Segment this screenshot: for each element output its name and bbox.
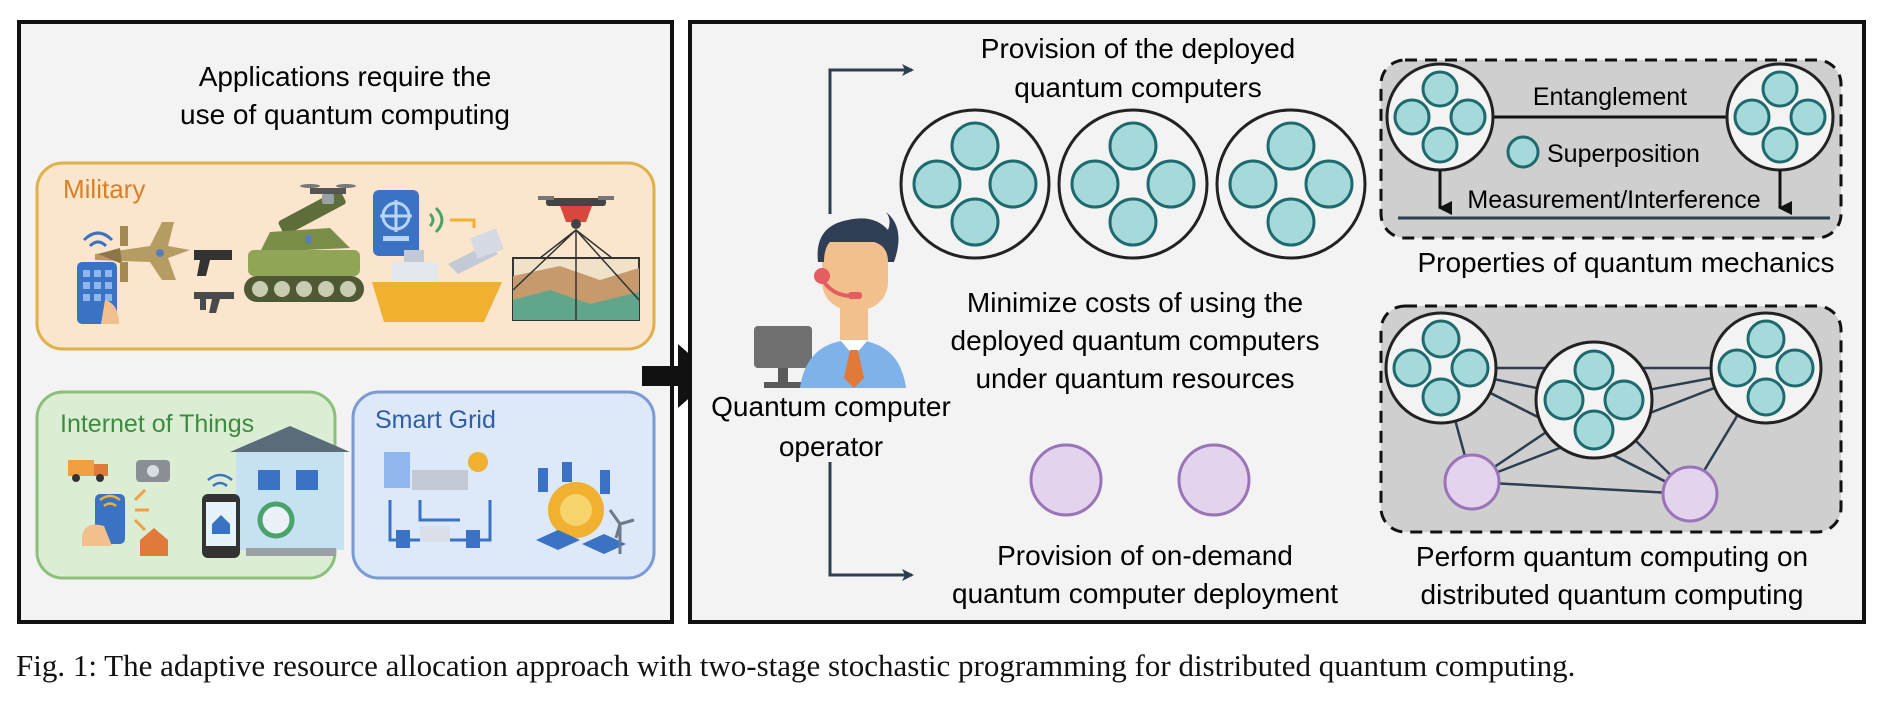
tank-icon bbox=[244, 190, 364, 302]
pistol-icon bbox=[194, 250, 232, 276]
quantum-computer bbox=[1215, 108, 1367, 260]
house-icon bbox=[140, 528, 168, 556]
truck-icon bbox=[68, 460, 108, 482]
left-panel-title-line1: Applications require the bbox=[199, 61, 492, 92]
minimize-line2: deployed quantum computers bbox=[951, 325, 1320, 356]
on-demand-quantum-computer bbox=[1177, 443, 1251, 517]
military-label: Military bbox=[63, 174, 145, 204]
on-demand-quantum-computer bbox=[1661, 465, 1719, 523]
distributed-line1: Perform quantum computing on bbox=[1416, 541, 1808, 572]
deployed-quantum-computers bbox=[899, 108, 1367, 260]
provision-deployed-line2: quantum computers bbox=[1014, 72, 1261, 103]
quantum-computer bbox=[899, 108, 1051, 260]
drone-icon bbox=[300, 184, 356, 204]
smartphone-icon bbox=[82, 494, 125, 546]
tablet-icon bbox=[77, 231, 119, 324]
on-demand-line1: Provision of on-demand bbox=[997, 540, 1293, 571]
diagram-canvas: Applications require the use of quantum … bbox=[17, 20, 1866, 624]
left-panel-title-line2: use of quantum computing bbox=[180, 99, 510, 130]
factory-icon bbox=[384, 452, 492, 548]
properties-caption: Properties of quantum mechanics bbox=[1417, 247, 1834, 278]
on-demand-quantum-computer bbox=[1029, 443, 1103, 517]
smartphone-icon bbox=[202, 473, 240, 558]
quantum-computer bbox=[1709, 311, 1823, 425]
on-demand-quantum-computer bbox=[1443, 453, 1501, 511]
on-demand-line2: quantum computer deployment bbox=[952, 578, 1338, 609]
camera-icon bbox=[136, 460, 170, 482]
smart-home-icon bbox=[230, 426, 350, 556]
sun-icon bbox=[536, 462, 626, 554]
rifle-icon bbox=[194, 292, 234, 313]
figure-caption: Fig. 1: The adaptive resource allocation… bbox=[16, 648, 1576, 683]
measurement-label: Measurement/Interference bbox=[1467, 186, 1760, 214]
iot-label: Internet of Things bbox=[60, 410, 254, 438]
arrow-to-provision-deployed bbox=[828, 64, 914, 214]
superposition-qubit-icon bbox=[1506, 135, 1540, 169]
iot-box: Internet of Things bbox=[35, 390, 350, 580]
quantum-computer bbox=[1384, 311, 1498, 425]
arrow-to-provision-on-demand bbox=[828, 462, 914, 581]
quantum-computer bbox=[1057, 108, 1209, 260]
left-panel: Applications require the use of quantum … bbox=[17, 20, 674, 624]
warship-icon bbox=[372, 228, 504, 322]
terrain-map-icon bbox=[512, 196, 640, 321]
minimize-line3: under quantum resources bbox=[975, 363, 1294, 394]
fighter-jet-icon bbox=[95, 222, 190, 282]
wind-turbine-icon bbox=[608, 509, 635, 554]
signal-lines-icon bbox=[133, 488, 149, 532]
distributed-computing-box bbox=[1379, 304, 1843, 534]
smart-grid-box: Smart Grid bbox=[351, 390, 656, 580]
quantum-computer bbox=[1534, 340, 1654, 460]
minimize-line1: Minimize costs of using the bbox=[967, 287, 1303, 318]
operator-avatar-icon bbox=[754, 212, 906, 388]
operator-label-line1: Quantum computer bbox=[711, 391, 951, 422]
smart-grid-label: Smart Grid bbox=[375, 406, 496, 434]
quantum-computer bbox=[1385, 62, 1495, 172]
radar-icon bbox=[373, 190, 476, 256]
entanglement-label: Entanglement bbox=[1533, 83, 1687, 111]
superposition-label: Superposition bbox=[1547, 140, 1700, 168]
quantum-computer bbox=[1725, 62, 1835, 172]
operator-label-line2: operator bbox=[779, 431, 883, 462]
military-box: Military bbox=[35, 161, 656, 351]
right-panel: Quantum computer operator Provision of t… bbox=[688, 20, 1866, 624]
distributed-line2: distributed quantum computing bbox=[1421, 579, 1804, 610]
quantum-properties-box: Entanglement Superposition Measurement/I… bbox=[1379, 58, 1843, 240]
provision-deployed-line1: Provision of the deployed bbox=[981, 33, 1295, 64]
